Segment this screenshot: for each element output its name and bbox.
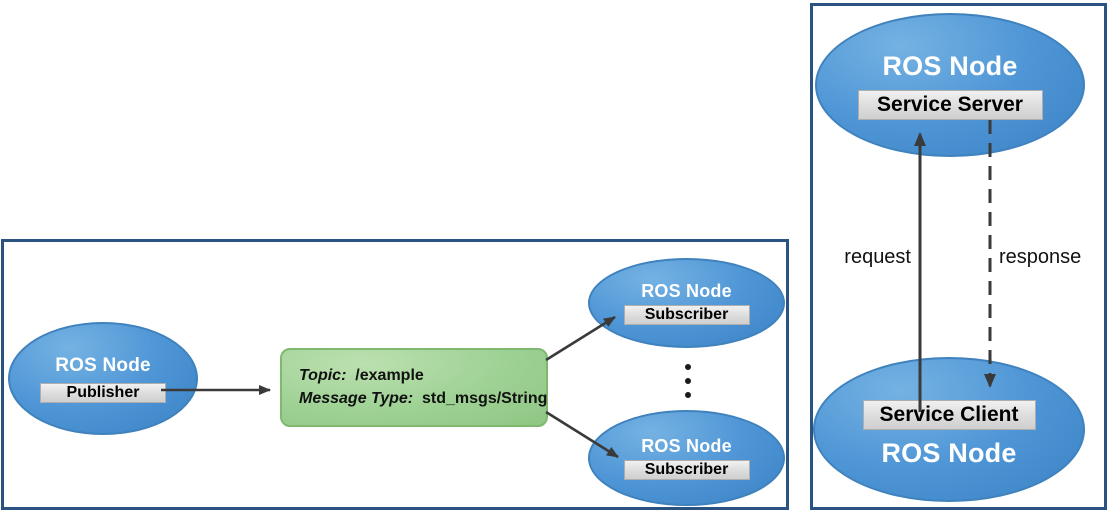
- node-title: ROS Node: [882, 51, 1018, 81]
- node-title: ROS Node: [55, 354, 151, 376]
- publisher-label-box: Publisher: [40, 382, 166, 403]
- node-title: ROS Node: [641, 436, 732, 456]
- publisher-node-ellipse: ROS Node Publisher: [8, 322, 198, 435]
- topic-box: Topic: /example Message Type: std_msgs/S…: [280, 348, 548, 427]
- message-type-line: Message Type: std_msgs/String: [299, 388, 548, 410]
- subscriber-label-box: Subscriber: [623, 305, 750, 325]
- subscriber-label-box: Subscriber: [623, 460, 750, 480]
- request-label: request: [844, 246, 911, 268]
- response-label: response: [999, 246, 1082, 268]
- topic-value: /example: [355, 367, 424, 384]
- node-title: ROS Node: [881, 438, 1017, 468]
- message-type-value: std_msgs/String: [422, 390, 548, 407]
- service-client-label-box: Service Client: [862, 400, 1036, 430]
- message-type-label: Message Type:: [299, 390, 414, 407]
- subscriber-node-ellipse-top: ROS Node Subscriber: [588, 258, 785, 348]
- node-title: ROS Node: [641, 281, 732, 301]
- topic-label: Topic:: [299, 367, 347, 384]
- service-diagram-panel: ROS Node Service Server Service Client R…: [810, 3, 1107, 510]
- service-server-node-ellipse: ROS Node Service Server: [815, 13, 1085, 157]
- topic-line: Topic: /example: [299, 365, 546, 387]
- service-client-node-ellipse: Service Client ROS Node: [813, 357, 1085, 502]
- vertical-ellipsis-icon: [685, 364, 691, 398]
- subscriber-node-ellipse-bottom: ROS Node Subscriber: [588, 410, 785, 506]
- topic-diagram-panel: ROS Node Publisher Topic: /example Messa…: [1, 239, 789, 510]
- service-server-label-box: Service Server: [857, 90, 1043, 120]
